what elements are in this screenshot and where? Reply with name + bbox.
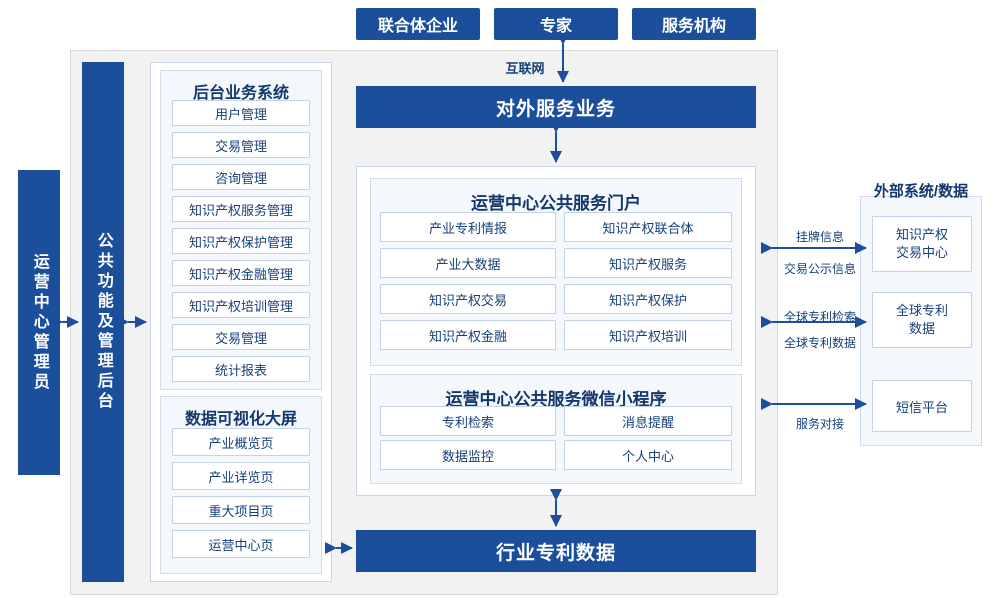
miniprogram-item-3-label: 个人中心 [621, 448, 674, 464]
backoffice-item-1-label: 交易管理 [214, 138, 267, 154]
backoffice-item-6-label: 知识产权培训管理 [188, 298, 293, 314]
internet-label-text: 互联网 [505, 61, 545, 76]
backoffice-item-2[interactable]: 咨询管理 [172, 164, 310, 190]
connector-label-listing-info: 挂牌信息 [784, 228, 856, 245]
connector-label-listing-info-text: 挂牌信息 [795, 230, 844, 244]
portal-item-6[interactable]: 知识产权金融 [380, 320, 556, 350]
backoffice-item-1[interactable]: 交易管理 [172, 132, 310, 158]
top-tab-expert-label: 专家 [539, 18, 572, 35]
backoffice-item-8-label: 统计报表 [214, 362, 267, 378]
portal-item-7[interactable]: 知识产权培训 [564, 320, 732, 350]
miniprogram-item-1[interactable]: 消息提醒 [564, 406, 732, 436]
portal-item-3-label: 知识产权服务 [608, 256, 687, 272]
backoffice-item-8[interactable]: 统计报表 [172, 356, 310, 382]
dashboard-item-1-label: 产业详览页 [208, 469, 274, 485]
portal-item-6-label: 知识产权金融 [428, 328, 507, 344]
top-tab-consortium[interactable]: 联合体企业 [356, 8, 480, 40]
connector-label-global-patent-search-text: 全球专利检索 [783, 310, 856, 324]
top-tab-service-org-label: 服务机构 [661, 18, 726, 35]
backoffice-item-3-label: 知识产权服务管理 [188, 202, 293, 218]
role-bar-operations-admin: 运营中心管理员 [18, 170, 60, 475]
backoffice-item-7-label: 交易管理 [214, 330, 267, 346]
external-item-2[interactable]: 短信平台 [872, 380, 972, 432]
external-item-0-line2: 交易中心 [895, 245, 948, 260]
role-bar-common-admin: 公共功能及管理后台 [82, 62, 124, 582]
portal-item-1[interactable]: 知识产权联合体 [564, 212, 732, 242]
miniprogram-item-0[interactable]: 专利检索 [380, 406, 556, 436]
industry-patent-data-bar-label: 行业专利数据 [495, 542, 616, 564]
backoffice-item-5-label: 知识产权金融管理 [188, 266, 293, 282]
portal-title: 运营中心公共服务门户 [471, 194, 641, 213]
connector-label-service-docking: 服务对接 [784, 415, 856, 432]
portal-item-5-label: 知识产权保护 [608, 292, 687, 308]
external-item-1[interactable]: 全球专利 数据 [872, 292, 972, 348]
external-item-2-label: 短信平台 [895, 399, 948, 415]
top-tab-service-org[interactable]: 服务机构 [632, 8, 756, 40]
portal-item-2-label: 产业大数据 [435, 256, 501, 272]
portal-item-1-label: 知识产权联合体 [602, 220, 694, 236]
miniprogram-item-0-label: 专利检索 [441, 414, 494, 430]
top-tab-consortium-label: 联合体企业 [377, 18, 458, 35]
external-systems-title-label: 外部系统/数据 [873, 183, 969, 200]
backoffice-item-0[interactable]: 用户管理 [172, 100, 310, 126]
miniprogram-item-3[interactable]: 个人中心 [564, 440, 732, 470]
role-bar-common-admin-label: 公共功能及管理后台 [94, 232, 112, 412]
top-tab-expert[interactable]: 专家 [494, 8, 618, 40]
role-bar-operations-admin-label: 运营中心管理员 [30, 252, 48, 393]
connector-label-trade-public-info: 交易公示信息 [776, 260, 864, 277]
backoffice-item-5[interactable]: 知识产权金融管理 [172, 260, 310, 286]
portal-item-0-label: 产业专利情报 [428, 220, 507, 236]
miniprogram-item-1-label: 消息提醒 [621, 414, 674, 430]
backoffice-title: 后台业务系统 [192, 85, 289, 102]
connector-label-global-patent-data-text: 全球专利数据 [783, 336, 856, 350]
dashboard-item-0[interactable]: 产业概览页 [172, 428, 310, 456]
dashboard-item-2[interactable]: 重大项目页 [172, 496, 310, 524]
backoffice-item-4-label: 知识产权保护管理 [188, 234, 293, 250]
dashboard-item-1[interactable]: 产业详览页 [172, 462, 310, 490]
miniprogram-item-2-label: 数据监控 [441, 448, 494, 464]
external-item-0-line1: 知识产权 [895, 226, 948, 242]
connector-label-trade-public-info-text: 交易公示信息 [783, 262, 856, 276]
backoffice-item-4[interactable]: 知识产权保护管理 [172, 228, 310, 254]
dashboard-item-3[interactable]: 运营中心页 [172, 530, 310, 558]
portal-item-3[interactable]: 知识产权服务 [564, 248, 732, 278]
miniprogram-title: 运营中心公共服务微信小程序 [445, 390, 667, 409]
portal-item-2[interactable]: 产业大数据 [380, 248, 556, 278]
portal-item-4[interactable]: 知识产权交易 [380, 284, 556, 314]
external-item-1-line1: 全球专利 [895, 302, 948, 318]
dashboard-item-2-label: 重大项目页 [208, 503, 274, 519]
backoffice-item-0-label: 用户管理 [214, 106, 267, 122]
dashboard-title: 数据可视化大屏 [184, 411, 297, 428]
dashboard-item-3-label: 运营中心页 [208, 537, 274, 553]
portal-item-7-label: 知识产权培训 [608, 328, 687, 344]
external-service-bar: 对外服务业务 [356, 86, 756, 128]
connector-label-global-patent-search: 全球专利检索 [776, 308, 864, 325]
industry-patent-data-bar: 行业专利数据 [356, 530, 756, 572]
portal-item-5[interactable]: 知识产权保护 [564, 284, 732, 314]
internet-label: 互联网 [490, 58, 560, 77]
portal-item-4-label: 知识产权交易 [428, 292, 507, 308]
external-item-1-line2: 数据 [908, 321, 935, 336]
miniprogram-item-2[interactable]: 数据监控 [380, 440, 556, 470]
backoffice-item-2-label: 咨询管理 [214, 170, 267, 186]
external-systems-title: 外部系统/数据 [858, 180, 984, 201]
portal-item-0[interactable]: 产业专利情报 [380, 212, 556, 242]
backoffice-item-6[interactable]: 知识产权培训管理 [172, 292, 310, 318]
external-service-bar-label: 对外服务业务 [495, 98, 616, 120]
connector-label-service-docking-text: 服务对接 [795, 417, 844, 431]
external-item-0[interactable]: 知识产权 交易中心 [872, 216, 972, 272]
backoffice-item-3[interactable]: 知识产权服务管理 [172, 196, 310, 222]
dashboard-item-0-label: 产业概览页 [208, 435, 274, 451]
connector-label-global-patent-data: 全球专利数据 [776, 334, 864, 351]
backoffice-item-7[interactable]: 交易管理 [172, 324, 310, 350]
